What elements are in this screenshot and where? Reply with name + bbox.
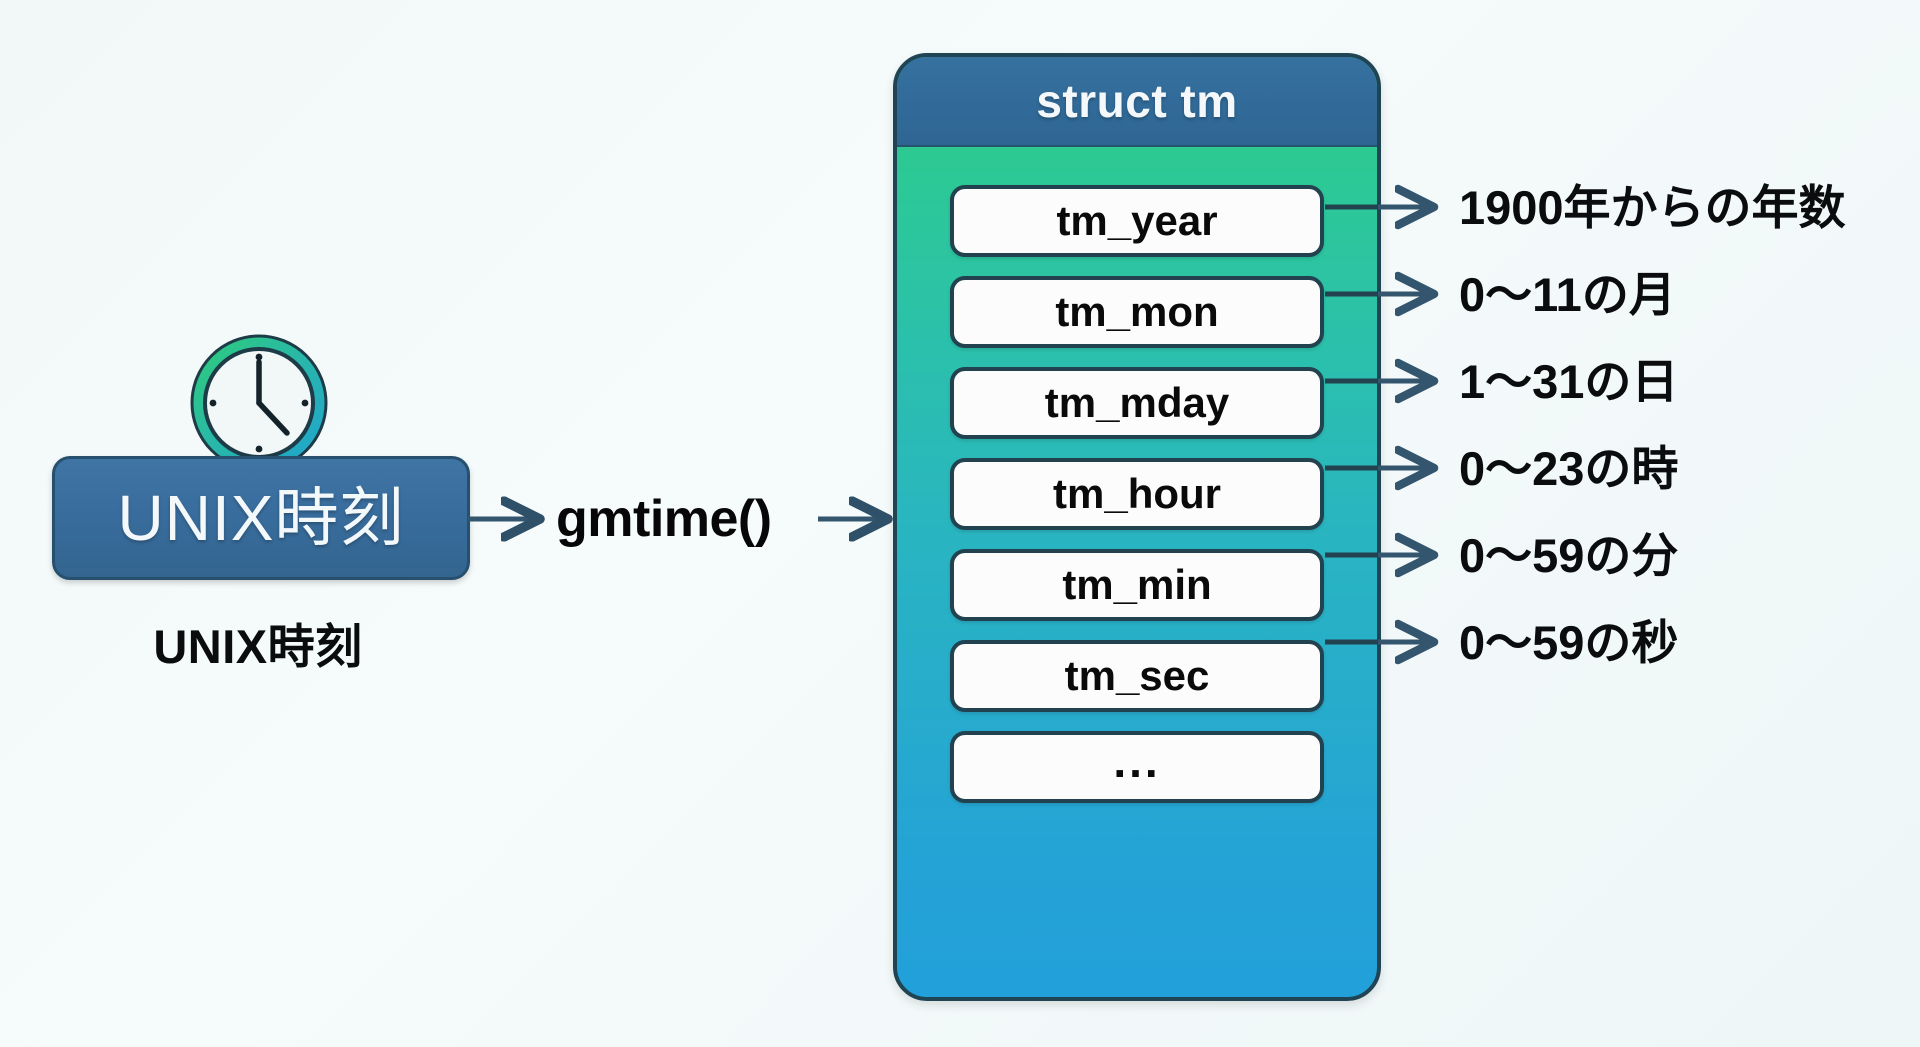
field-description-tm-mday: 1〜31の日 [1459, 355, 1679, 408]
struct-field-row: tm_year [950, 185, 1324, 257]
struct-field-row: tm_mday [950, 367, 1324, 439]
field-description-tm-min: 0〜59の分 [1459, 529, 1679, 582]
gmtime-function-label: gmtime() [556, 490, 772, 548]
unix-time-box-label: UNIX時刻 [117, 482, 405, 554]
field-description-tm-mon: 0〜11の月 [1459, 268, 1676, 321]
struct-field-row: tm_sec [950, 640, 1324, 712]
struct-field-label: tm_sec [1064, 652, 1210, 699]
struct-field-row-ellipsis: ... [950, 731, 1324, 803]
struct-field-label: tm_hour [1053, 470, 1221, 517]
clock-icon [186, 330, 332, 476]
field-description-tm-year: 1900年からの年数 [1459, 181, 1846, 234]
struct-field-label: tm_mday [1044, 379, 1230, 426]
struct-field-row: tm_min [950, 549, 1324, 621]
struct-tm-header: struct tm [897, 57, 1377, 147]
struct-field-label: tm_mon [1055, 288, 1219, 335]
field-arrow-group [1378, 207, 1432, 642]
struct-field-row: tm_mon [950, 276, 1324, 348]
field-description-tm-sec: 0〜59の秒 [1459, 616, 1679, 669]
struct-tm-field-list: tm_year tm_mon tm_mday tm_hour tm_min tm… [897, 147, 1377, 803]
clock-icon-svg [190, 334, 328, 472]
struct-field-label: tm_min [1062, 561, 1212, 608]
struct-tm-title: struct tm [1036, 75, 1238, 127]
field-description-tm-hour: 0〜23の時 [1459, 442, 1679, 495]
struct-field-label: ... [1113, 735, 1161, 787]
unix-time-caption: UNIX時刻 [153, 620, 363, 673]
struct-tm-panel: struct tm tm_year tm_mon tm_mday tm_hour… [893, 53, 1381, 1001]
struct-field-label: tm_year [1056, 197, 1218, 244]
struct-field-row: tm_hour [950, 458, 1324, 530]
unix-time-box: UNIX時刻 [52, 456, 470, 580]
